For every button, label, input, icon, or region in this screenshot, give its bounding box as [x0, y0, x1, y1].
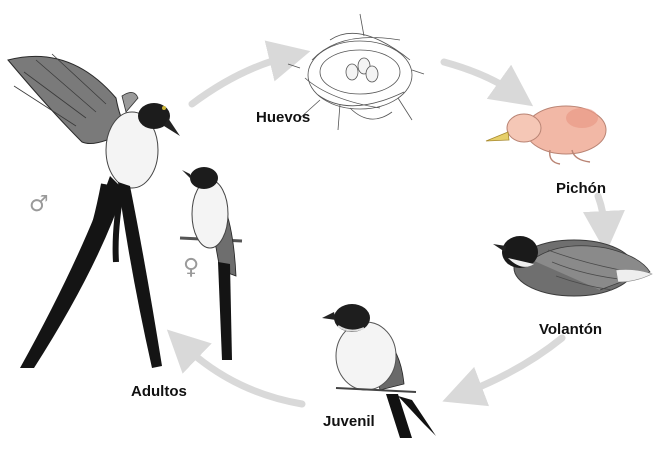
arrow-juvenile-to-adults	[182, 344, 302, 404]
egg-1	[346, 64, 358, 80]
nestling-illustration	[486, 106, 606, 164]
stage-label-fledgling: Volantón	[539, 321, 602, 338]
arrow-nestling-to-fledgling	[598, 196, 605, 232]
stage-label-juvenile: Juvenil	[323, 413, 375, 430]
arrow-fledgling-to-juvenile	[462, 338, 562, 394]
stage-label-nestling: Pichón	[556, 180, 606, 197]
stage-label-eggs: Huevos	[256, 109, 310, 126]
arrow-adults-to-eggs	[192, 56, 290, 104]
egg-3	[366, 66, 378, 82]
arrow-eggs-to-nestling	[444, 62, 516, 94]
stage-label-adults: Adultos	[131, 383, 187, 400]
female-symbol-icon: ♀	[183, 257, 199, 279]
male-symbol-icon: ♂	[29, 194, 49, 216]
fledgling-illustration	[493, 236, 652, 296]
